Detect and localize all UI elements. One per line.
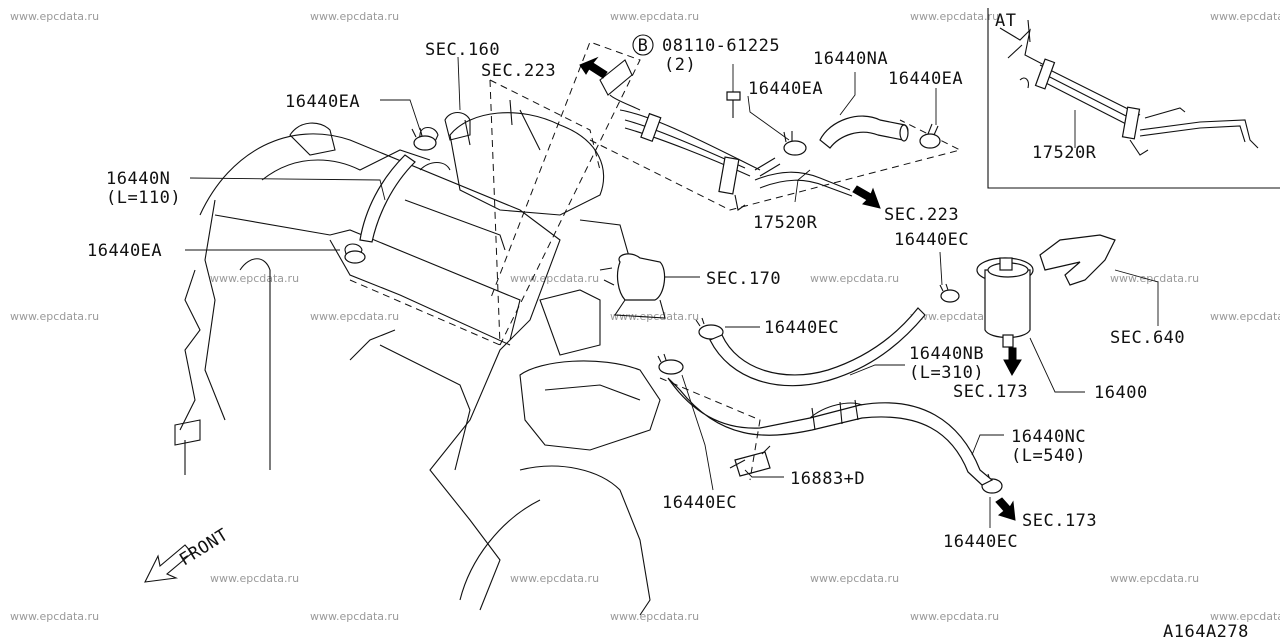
label-inset-17520r: 17520R [1032,143,1097,163]
watermark-text: www.epcdata.ru [610,310,699,323]
bolt-callout: B [632,34,741,118]
label-inset-at: AT [995,11,1016,31]
label-16400: 16400 [1094,383,1148,403]
label-16440nc: 16440NC [1011,427,1086,447]
label-16440na: 16440NA [813,49,888,69]
watermark-text: www.epcdata.ru [810,272,899,285]
watermark-text: www.epcdata.ru [1210,10,1280,23]
label-bolt-qty: (2) [664,55,696,75]
label-bolt-part-no: 08110-61225 [662,36,780,56]
label-diagram-id: A164A278 [1163,622,1249,640]
clamps [344,123,1003,494]
arrow-sec173-bottom [995,497,1016,521]
label-16440nc-length: (L=540) [1011,446,1086,466]
watermark-text: www.epcdata.ru [310,10,399,23]
clamp-16440ec-c [657,353,684,375]
label-sec-223-mid: SEC.223 [884,205,959,225]
label-sec-170: SEC.170 [706,269,781,289]
label-16440ea-top: 16440EA [285,92,360,112]
watermark-text: www.epcdata.ru [910,610,999,623]
label-16440ec-a: 16440EC [894,230,969,250]
label-16440ea-right: 16440EA [888,69,963,89]
watermark-text: www.epcdata.ru [910,310,999,323]
fuel-tube-17520r [589,59,962,211]
clamp-16440ea-left [344,250,366,264]
watermark-text: www.epcdata.ru [1110,572,1199,585]
watermark-layer: www.epcdata.ru www.epcdata.ru www.epcdata.… [10,10,1280,623]
label-16440nb-length: (L=310) [909,363,984,383]
watermark-text: www.epcdata.ru [1110,272,1199,285]
label-16440ec-d: 16440EC [943,532,1018,552]
watermark-text: www.epcdata.ru [810,572,899,585]
label-16440ec-b: 16440EC [764,318,839,338]
label-sec-173-bottom: SEC.173 [1022,511,1097,531]
clamp-16440ea-top [411,127,437,151]
label-front: FRONT [176,525,232,570]
engine-block [174,99,666,616]
watermark-text: www.epcdata.ru [210,272,299,285]
damper-16883d [729,445,771,477]
hose-16440nb [709,307,926,387]
watermark-text: www.epcdata.ru [1210,310,1280,323]
watermark-text: www.epcdata.ru [610,10,699,23]
watermark-text: www.epcdata.ru [1210,610,1280,623]
label-sec-173-filter: SEC.173 [953,382,1028,402]
fuel-filter-16400 [976,234,1116,348]
label-sec-223-top: SEC.223 [481,61,556,81]
watermark-text: www.epcdata.ru [310,610,399,623]
label-16440n-length: (L=110) [106,188,181,208]
hose-16440nc [667,377,994,486]
label-16440ea-left: 16440EA [87,241,162,261]
arrow-sec173-filter [1003,347,1022,377]
label-16883d: 16883+D [790,469,865,489]
label-16440n: 16440N [106,169,170,189]
watermark-text: www.epcdata.ru [610,610,699,623]
arrows [144,56,1022,583]
clamp-16440ec-a [939,283,960,303]
watermark-text: www.epcdata.ru [510,272,599,285]
inset-at-panel [987,8,1280,189]
label-16440ea-mid: 16440EA [748,79,823,99]
hose-16440na [819,115,909,149]
clamp-16440ec-b [695,317,724,340]
watermark-text: www.epcdata.ru [10,10,99,23]
arrow-sec223-top [579,56,608,79]
bolt-circle-letter: B [638,36,649,56]
label-17520r: 17520R [753,213,818,233]
watermark-text: www.epcdata.ru [10,610,99,623]
label-sec-160: SEC.160 [425,40,500,60]
callout-labels: SEC.160 SEC.223 08110-61225 (2) 16440NA … [87,11,1249,640]
watermark-text: www.epcdata.ru [510,572,599,585]
bolt-circle-icon [632,34,654,56]
leader-lines [185,56,1159,528]
watermark-text: www.epcdata.ru [910,10,999,23]
clamp-16440ea-mid [783,131,807,156]
phantom-outline-left [349,41,641,346]
label-16440ec-c: 16440EC [662,493,737,513]
clamp-16440ea-right [919,123,941,149]
label-sec-640: SEC.640 [1110,328,1185,348]
watermark-text: www.epcdata.ru [310,310,399,323]
front-arrow-icon [144,544,193,583]
label-16440nb: 16440NB [909,344,984,364]
arrow-sec223-mid [852,185,881,209]
watermark-text: www.epcdata.ru [10,310,99,323]
watermark-text: www.epcdata.ru [210,572,299,585]
